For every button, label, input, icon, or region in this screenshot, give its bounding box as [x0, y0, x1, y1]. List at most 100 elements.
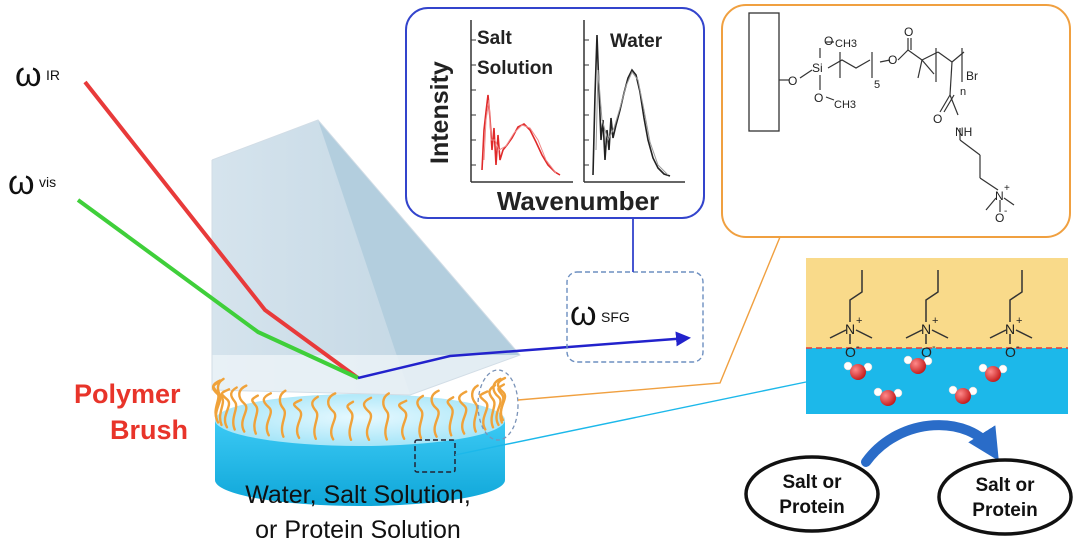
salt-protein-left-line2: Protein: [779, 497, 844, 518]
atom-o-bottom: O: [814, 91, 823, 105]
water-ticks: [584, 39, 589, 166]
water-molecule: [948, 385, 978, 404]
interface-n-atom: N: [1005, 321, 1015, 337]
polymer-chain: [416, 394, 425, 440]
ir-beam: [83, 80, 360, 380]
atom-o-amide: O: [933, 112, 942, 126]
polymer-chain: [311, 395, 319, 440]
polymer-chain: [492, 377, 502, 427]
polymer-chain: [327, 392, 337, 441]
polymer-chain: [251, 394, 259, 435]
interface-panel: N+O-N+O-N+O-: [806, 258, 1068, 414]
spectra-panel-border: [405, 7, 705, 219]
zwitterion-group: N+ O-: [829, 270, 873, 360]
atom-si: Si: [812, 61, 823, 75]
polymer-chain: [362, 396, 373, 441]
polymer-chain: [262, 392, 272, 437]
salt-protein-bubble-right: [937, 458, 1073, 536]
polymer-chain: [346, 400, 355, 441]
polymer-chain: [458, 390, 468, 435]
interface-o-atom: O: [1005, 344, 1016, 360]
vis-beam: [76, 198, 359, 380]
salt-protein-right-line1: Salt or: [975, 475, 1035, 496]
interface-connector: [454, 381, 807, 456]
atom-ch3-top: CH3: [835, 38, 857, 50]
polymer-chain: [471, 384, 479, 433]
water-molecule: [903, 355, 933, 374]
interface-n-atom: N: [845, 321, 855, 337]
atom-br: Br: [966, 69, 978, 83]
atom-n-plus: N: [995, 189, 1004, 203]
repeat-n: n: [960, 86, 966, 98]
polymer-chain: [220, 388, 231, 429]
water-molecule: [873, 387, 903, 406]
prism-edges: [211, 119, 521, 396]
polymer-chain: [479, 390, 489, 431]
atom-o-left: O: [788, 74, 797, 88]
prism: [211, 119, 521, 396]
water-molecules: [843, 355, 1008, 406]
polymer-chain: [230, 386, 238, 431]
salt-protein-right-line2: Protein: [972, 500, 1037, 521]
charge-minus: -: [1004, 206, 1007, 217]
polymer-chain: [496, 376, 507, 422]
molecule-bonds: [779, 38, 1015, 212]
vis-omega: ω: [8, 164, 35, 202]
sfg-subscript: SFG: [601, 309, 630, 325]
water-molecule: [843, 361, 873, 380]
wavenumber-axis-label: Wavenumber: [497, 186, 659, 216]
atom-ch3-bottom: CH3: [834, 99, 856, 111]
ir-subscript: IR: [46, 67, 60, 83]
polymer-chain: [430, 389, 440, 438]
polymer-chain: [278, 389, 287, 438]
interface-plus-charge: +: [856, 315, 862, 327]
polymer-brush-label-line1: Polymer: [74, 379, 181, 409]
interface-o-atom: O: [845, 344, 856, 360]
zwitterion-groups: N+O-N+O-N+O-: [829, 270, 1033, 360]
substrate-surface-rect: [748, 12, 780, 132]
sfg-detector-box: [566, 271, 704, 363]
water-label: Water: [610, 31, 663, 52]
polymer-chain: [488, 384, 497, 429]
substrate-highlight-box: [414, 439, 456, 473]
water-spectrum-line: [592, 34, 671, 177]
atom-o-top: O: [824, 34, 833, 48]
polymer-chain: [238, 384, 248, 433]
water-spectrum-fit: [595, 69, 669, 176]
sfg-beam: [357, 331, 691, 380]
atom-o-ester: O: [888, 53, 897, 67]
vis-subscript: vis: [39, 174, 56, 190]
polymer-chain: [216, 377, 225, 427]
polymer-chain: [397, 399, 408, 440]
structure-panel: O CH3 O Si O CH3 5 O O Br n O NH N + O -: [721, 4, 1071, 238]
interface-water-region: [806, 348, 1068, 414]
atom-nh: NH: [955, 125, 972, 139]
sfg-omega: ω: [570, 295, 597, 333]
brush-highlight-ellipse: [477, 369, 519, 441]
salt-protein-left-line1: Salt or: [782, 472, 842, 493]
atom-o-carbonyl: O: [904, 25, 913, 39]
prism-side-face: [212, 120, 410, 395]
interface-plus-charge: +: [1016, 315, 1022, 327]
salt-spectrum-fit: [483, 99, 557, 174]
substrate-label-line2: or Protein Solution: [255, 516, 461, 544]
interface-minus-charge: -: [932, 341, 936, 353]
structure-connector: [517, 236, 781, 401]
interface-minus-charge: -: [1016, 341, 1020, 353]
interface-minus-charge: -: [856, 341, 860, 353]
polymer-chain: [211, 379, 222, 424]
intensity-axis-label: Intensity: [426, 61, 454, 164]
zwitterion-group: N+O-: [905, 270, 949, 360]
polymer-chain: [382, 392, 390, 441]
salt-solution-label-line1: Salt: [477, 28, 513, 49]
interface-plus-charge: +: [932, 315, 938, 327]
zwitterion-group: N+ O-: [989, 270, 1033, 360]
cylinder-top: [215, 394, 505, 446]
polymer-chain: [446, 396, 455, 437]
polymer-brush-label-line2: Brush: [110, 415, 188, 445]
charge-plus: +: [1004, 183, 1010, 194]
salt-ticks: [471, 39, 476, 166]
atom-o-minus: O: [995, 211, 1004, 225]
repeat-5: 5: [874, 79, 880, 91]
